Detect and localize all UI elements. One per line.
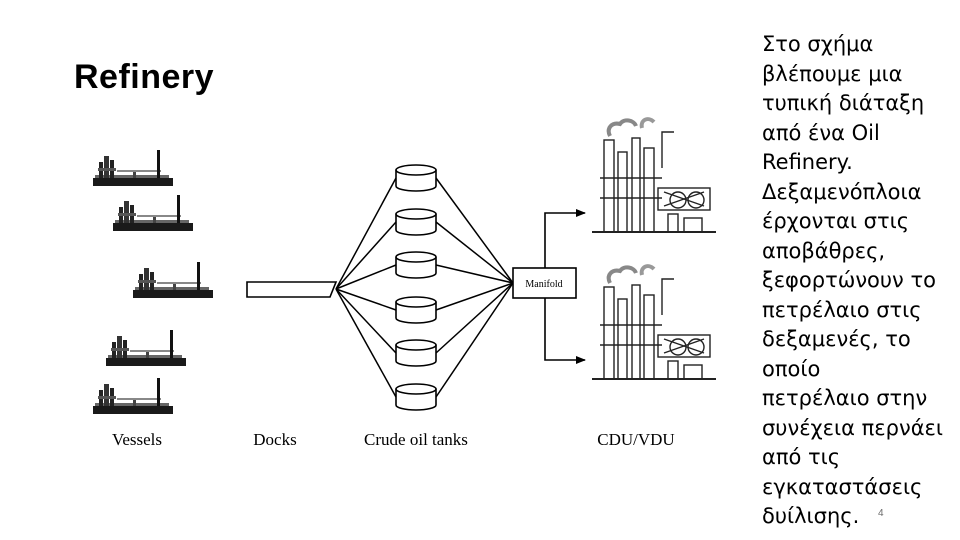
crude-oil-tanks-label: Crude oil tanks [364, 430, 468, 449]
cdu-feed-arrows [544, 209, 586, 364]
description-line: Στο σχήμα [762, 32, 874, 56]
cdu-vdu-unit-icon [590, 117, 718, 234]
vessel-icon [93, 150, 173, 186]
page-number: 4 [878, 508, 884, 519]
tank-icon [395, 164, 437, 192]
vessel-icon [113, 195, 193, 231]
description-line: από ένα Oil [762, 120, 880, 145]
tank-connection-lines [335, 177, 514, 398]
description-line: ξεφορτώνουν το [762, 268, 936, 292]
description-line: οποίο [762, 356, 821, 381]
description-line: πετρέλαιο στην [762, 386, 928, 410]
dock-icon [246, 281, 338, 298]
description-line: εγκαταστάσεις [762, 474, 923, 499]
vessel-icon [106, 330, 186, 366]
vessel-icons [93, 150, 213, 414]
tank-icon [395, 251, 437, 279]
manifold-label: Manifold [525, 279, 562, 290]
slide-title: Refinery [74, 58, 215, 96]
cdu-vdu-unit-icon [590, 264, 718, 381]
vessel-icon [93, 378, 173, 414]
tank-icon [395, 208, 437, 236]
description-line: δεξαμενές, το [762, 327, 911, 351]
description-line: βλέπουμε μια [762, 61, 903, 86]
description-text: Στο σχήμα βλέπουμε μια τυπική διάταξη απ… [762, 30, 952, 532]
description-line: Refinery. [762, 150, 853, 174]
description-line: τυπική διάταξη [762, 91, 925, 115]
crude-oil-tanks [395, 164, 437, 411]
description-line: αποβάθρες, [762, 238, 886, 263]
description-line: από τις [762, 445, 841, 469]
description-line: πετρέλαιο στις [762, 297, 922, 322]
vessels-label: Vessels [112, 430, 162, 449]
cdu-vdu-label: CDU/VDU [597, 430, 674, 449]
tank-icon [395, 296, 437, 324]
vessel-icon [133, 262, 213, 298]
description-line: συνέχεια περνάει [762, 415, 944, 440]
tank-icon [395, 339, 437, 367]
description-line: δυίλισης. [762, 504, 860, 528]
description-line: έρχονται στις [762, 209, 910, 233]
tank-icon [395, 383, 437, 411]
description-line: Δεξαμενόπλοια [762, 179, 922, 204]
docks-label: Docks [253, 430, 296, 449]
